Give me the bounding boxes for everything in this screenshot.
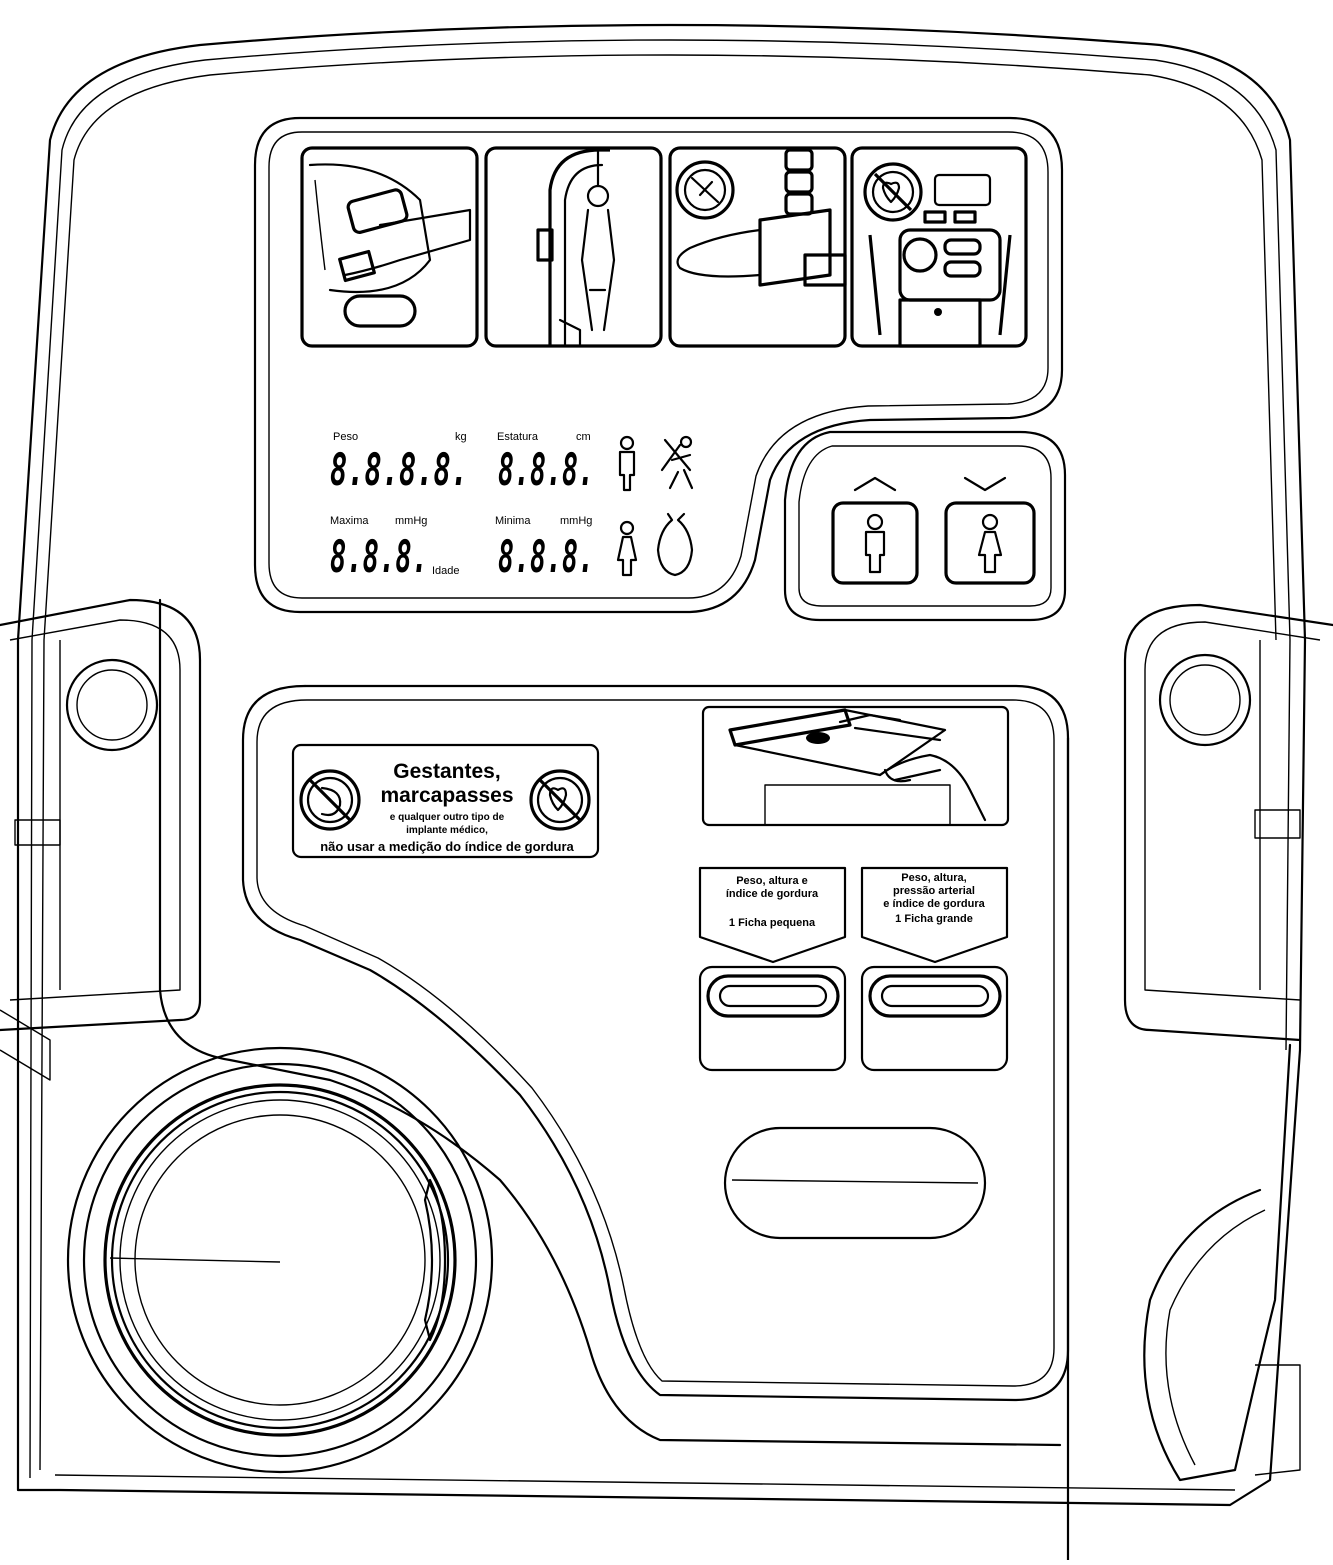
maxima-digits: 8.8.8. [330, 532, 428, 583]
female-indicator-icon [616, 520, 638, 577]
warning-title-line2: marcapasses [380, 784, 513, 807]
gender-buttons-panel [783, 430, 1067, 622]
warning-sub-line2: implante médico, [406, 825, 488, 836]
warning-footer: não usar a medição do índice de gordura [320, 839, 574, 854]
round-dial [66, 1046, 494, 1474]
warning-label: Gestantes, marcapasses e qualquer outro … [291, 743, 600, 859]
coin-slot-large[interactable] [860, 965, 1009, 1072]
male-up-icon [853, 476, 897, 492]
ticket-output-slot[interactable] [723, 1126, 987, 1240]
estatura-unit: cm [576, 431, 591, 443]
heart-indicator-icon [656, 512, 694, 577]
lower-panel [158, 598, 1070, 1562]
coin-large-line3: e índice de gordura [883, 898, 985, 910]
coin-small-line1: Peso, altura e [736, 875, 808, 887]
maxima-unit: mmHg [395, 515, 427, 527]
minima-label: Minima [495, 515, 531, 527]
coin-large-line1: Peso, altura, [901, 872, 966, 884]
no-pregnant-icon [299, 769, 361, 831]
coin-option-large: Peso, altura, pressão arterial e índice … [860, 866, 1009, 964]
coin-small-line2: índice de gordura [726, 888, 819, 900]
illustration-height-measure [484, 146, 663, 348]
coin-large-price: 1 Ficha grande [895, 913, 973, 925]
left-handle [0, 598, 202, 1081]
wrist-cuff-icon [675, 160, 735, 220]
female-down-button[interactable] [944, 476, 1036, 585]
estatura-label: Estatura [497, 431, 539, 443]
upper-panel [253, 116, 1064, 614]
estatura-digits: 8.8.8. [498, 445, 594, 496]
athlete-indicator-icon [660, 435, 694, 490]
no-pacemaker-warning-icon [529, 769, 591, 831]
card-insert-icon [314, 179, 326, 271]
minima-unit: mmHg [560, 515, 592, 527]
maxima-label: Maxima [330, 515, 369, 527]
outer-housing [16, 23, 1307, 1507]
coin-option-small: Peso, altura e índice de gordura 1 Ficha… [698, 866, 847, 964]
peso-unit: kg [455, 431, 467, 443]
coin-large-line2: pressão arterial [893, 885, 975, 897]
idade-label: Idade [432, 565, 460, 577]
male-indicator-icon [618, 435, 636, 492]
illustration-device-hold [850, 146, 1028, 348]
no-pacemaker-icon [863, 162, 923, 222]
peso-digits: 8.8.8.8. [330, 445, 468, 496]
right-handle [1123, 603, 1333, 1482]
peso-label: Peso [333, 431, 358, 443]
card-reader-illustration [701, 705, 1010, 827]
male-up-button[interactable] [831, 476, 919, 585]
female-down-icon [963, 476, 1007, 492]
warning-sub-line1: e qualquer outro tipo de [390, 812, 505, 823]
illustration-wrist-cuff [668, 146, 847, 348]
height-measure-icon [586, 184, 610, 208]
minima-digits: 8.8.8. [498, 532, 594, 583]
coin-slot-small[interactable] [698, 965, 847, 1072]
illustration-card-insert [300, 146, 479, 348]
coin-small-price: 1 Ficha pequena [729, 917, 816, 929]
display-readouts: Peso kg 8.8.8.8. Estatura cm 8.8.8. Maxi… [330, 431, 694, 583]
warning-title-line1: Gestantes, [393, 760, 500, 783]
